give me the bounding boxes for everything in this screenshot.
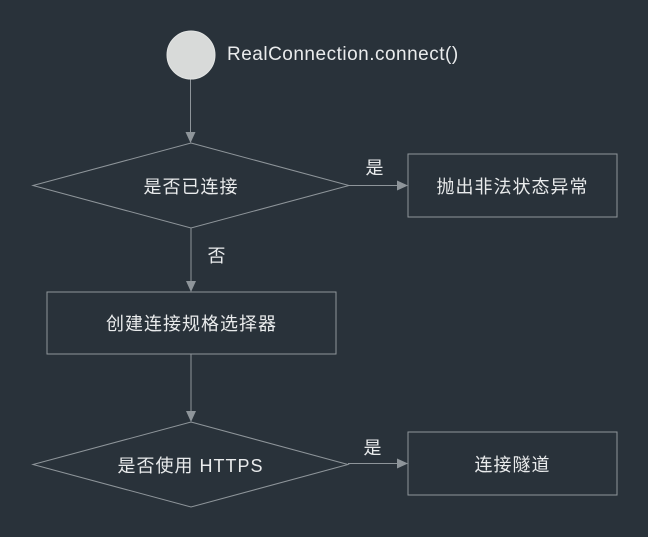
decision-is-connected-diamond: [31, 142, 351, 229]
start-node-circle: [166, 30, 216, 80]
decision-is-https-diamond: [31, 421, 350, 508]
process-throw-illegal-state-box: [407, 153, 618, 218]
process-connect-tunnel-box: [407, 431, 618, 496]
process-create-spec-selector-box: [46, 291, 337, 355]
